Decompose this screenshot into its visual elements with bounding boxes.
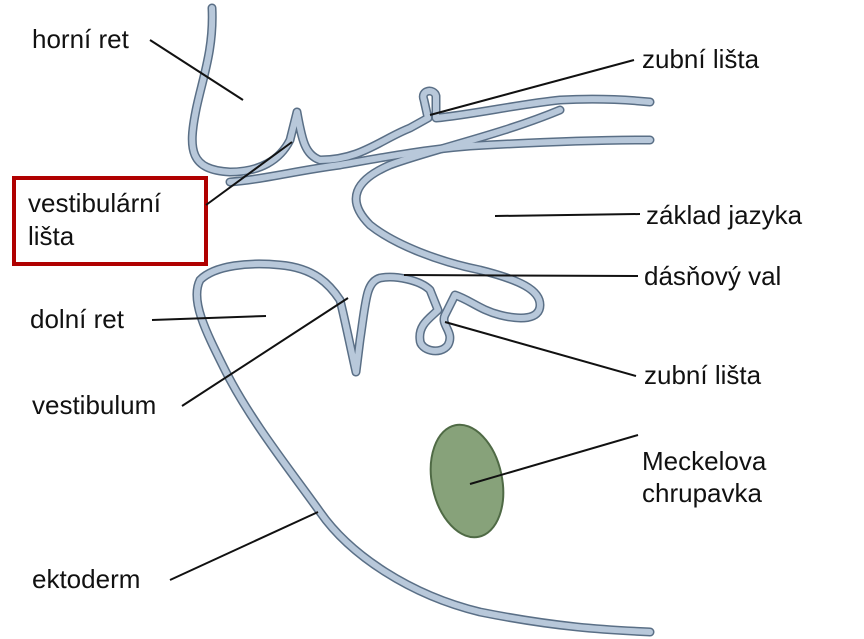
- label-dolni-ret: dolní ret: [30, 304, 125, 334]
- label-zubni-lista-lower: zubní lišta: [644, 360, 762, 390]
- epithelium-fill-path: [197, 110, 650, 632]
- leader-dasnovy-val: [404, 275, 638, 276]
- label-vestibularni-lista-line1: vestibulární: [28, 188, 162, 218]
- label-horni-ret: horní ret: [32, 24, 130, 54]
- leader-ektoderm: [170, 512, 318, 580]
- meckel-cartilage-shape: [421, 418, 513, 544]
- label-meckelova-line2: chrupavka: [642, 478, 762, 508]
- label-zaklad-jazyka: základ jazyka: [646, 200, 803, 230]
- leader-dolni-ret: [152, 316, 266, 320]
- label-meckelova-line1: Meckelova: [642, 446, 767, 476]
- label-dasnovy-val: dásňový val: [644, 261, 781, 291]
- label-ektoderm: ektoderm: [32, 564, 140, 594]
- labels: horní ret vestibulární lišta dolní ret v…: [28, 24, 803, 594]
- label-zubni-lista-upper: zubní lišta: [642, 44, 760, 74]
- leader-lines: [150, 40, 640, 580]
- leader-zubni-lista-lower: [445, 322, 636, 376]
- leader-zaklad-jazyka: [495, 214, 640, 216]
- label-vestibularni-lista-line2: lišta: [28, 221, 75, 251]
- label-vestibulum: vestibulum: [32, 390, 156, 420]
- leader-vestibulum: [182, 298, 348, 406]
